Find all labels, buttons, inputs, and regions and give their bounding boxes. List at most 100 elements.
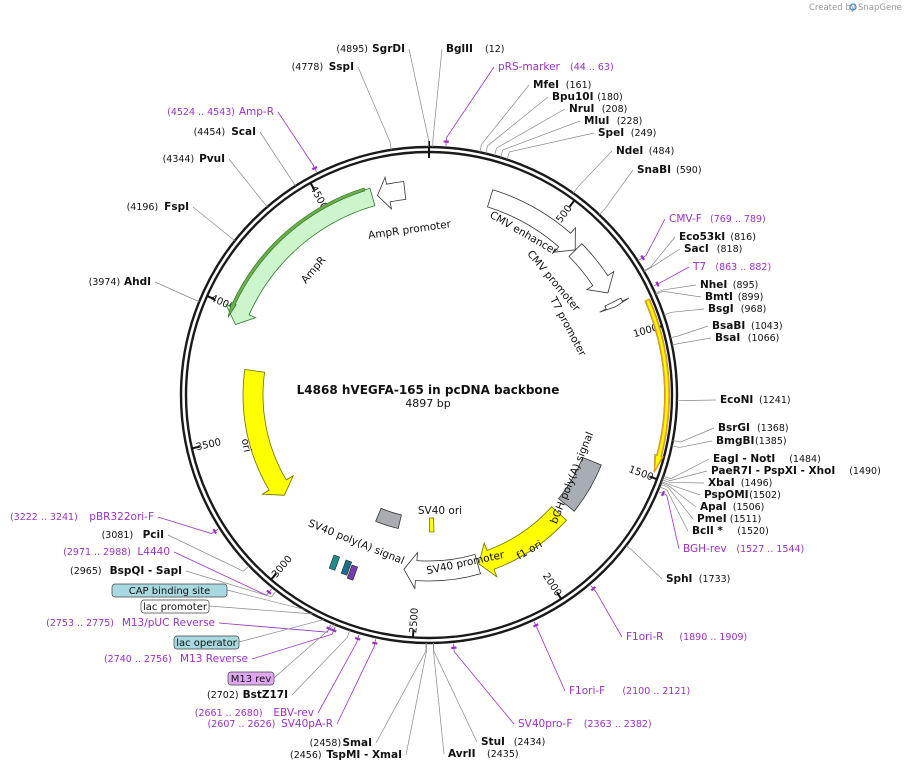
primer-range: (2100 .. 2121) bbox=[622, 686, 690, 697]
site-fspi: FspI bbox=[164, 201, 189, 213]
primer-mark bbox=[212, 528, 218, 535]
tick-3000 bbox=[270, 572, 278, 581]
plasmid-title: L4868 hVEGFA-165 in pcDNA backbone bbox=[297, 383, 560, 397]
site-sgrdi: SgrDI bbox=[372, 43, 405, 55]
primer-range: (2661 .. 2680) bbox=[195, 708, 263, 719]
primer-leader bbox=[639, 218, 666, 261]
site-pmei: PmeI bbox=[697, 513, 727, 525]
ampr-label: AmpR bbox=[299, 254, 328, 286]
site-avrii: AvrII bbox=[448, 748, 476, 760]
tick-4500 bbox=[309, 182, 316, 191]
site-leader bbox=[573, 150, 613, 194]
tick-label-1500: 1500 bbox=[627, 464, 655, 483]
primer-mark bbox=[266, 589, 272, 595]
site-leader bbox=[625, 545, 663, 580]
site-position: (1496) bbox=[741, 478, 773, 489]
site-position: (816) bbox=[730, 232, 756, 243]
feature-label-group: SV40 ori bbox=[418, 505, 462, 517]
primer-ebv-rev: EBV-rev bbox=[273, 707, 314, 719]
tick-500 bbox=[568, 199, 576, 208]
site-position: (2458) bbox=[310, 738, 342, 749]
site-leader bbox=[655, 290, 702, 298]
site-nrui: NruI bbox=[569, 103, 594, 115]
boxed-leader bbox=[238, 619, 324, 643]
primer-leader bbox=[157, 516, 219, 534]
site-bsgi: BsgI bbox=[708, 303, 734, 315]
site-leader-lines bbox=[154, 48, 717, 756]
site-position: (895) bbox=[733, 280, 759, 291]
site-bmgbi: BmgBI bbox=[716, 435, 754, 447]
site-position: (1733) bbox=[699, 574, 731, 585]
site-leader bbox=[671, 440, 713, 448]
site-position: (1502) bbox=[749, 490, 781, 501]
f1-ori-feature bbox=[478, 506, 568, 578]
site-pvui: PvuI bbox=[199, 153, 225, 165]
site-sspi: SspI bbox=[329, 61, 354, 73]
sv40-promoter-feature bbox=[403, 551, 481, 590]
site-bsai: BsaI bbox=[715, 332, 740, 344]
site-leader bbox=[433, 642, 478, 743]
site-sphi: SphI bbox=[666, 573, 692, 585]
primer-leader bbox=[277, 111, 317, 172]
site-position: (2435) bbox=[487, 749, 519, 760]
primer-sv40pa-r: SV40pA-R bbox=[281, 718, 333, 730]
site-position: (1511) bbox=[730, 514, 762, 525]
site-leader bbox=[291, 629, 351, 696]
site-snabi: SnaBI bbox=[637, 164, 671, 176]
site-leader bbox=[485, 96, 549, 154]
site-position: (208) bbox=[602, 104, 628, 115]
site-leader bbox=[661, 479, 705, 484]
primer-range: (3222 .. 3241) bbox=[10, 512, 78, 523]
site-leader bbox=[643, 248, 681, 272]
site-position: (1520) bbox=[737, 526, 769, 537]
plasmid-length: 4897 bp bbox=[405, 397, 450, 410]
primer-t7: T7 bbox=[692, 261, 706, 273]
tick-label-group: 1500 bbox=[627, 464, 655, 483]
site-leader bbox=[661, 481, 701, 496]
site-tspmi-xmai: TspMI - XmaI bbox=[326, 749, 402, 761]
ampr-feature bbox=[225, 187, 376, 325]
site-position: (1066) bbox=[748, 333, 780, 344]
site-pcii: PciI bbox=[143, 529, 164, 541]
primer-range: (2607 .. 2626) bbox=[208, 719, 276, 730]
tick-1500 bbox=[649, 475, 658, 481]
primer-leader bbox=[173, 551, 272, 596]
primer-range: (2753 .. 2775) bbox=[46, 618, 114, 629]
site-leader bbox=[663, 458, 710, 480]
sv40-ori-feature bbox=[429, 517, 435, 533]
primer-range: (863 .. 882) bbox=[715, 262, 771, 273]
ori-label: ori bbox=[239, 437, 254, 453]
site-position: (180) bbox=[597, 92, 623, 103]
primer-mark bbox=[655, 281, 660, 287]
site-eagi-noti: EagI - NotI bbox=[713, 453, 775, 465]
site-position: (2434) bbox=[514, 737, 546, 748]
site-position: (3974) bbox=[89, 277, 121, 288]
site-position: (2702) bbox=[207, 690, 239, 701]
site-position: (4454) bbox=[194, 127, 226, 138]
primer-mark bbox=[311, 166, 318, 171]
site-leader bbox=[357, 66, 392, 150]
primer-prs-marker: pRS-marker bbox=[498, 61, 561, 73]
primer-range: (44 .. 63) bbox=[570, 62, 614, 73]
t7-promoter-feature bbox=[599, 297, 630, 313]
site-position: (968) bbox=[741, 304, 767, 315]
tick-2500 bbox=[411, 629, 415, 638]
site-leader bbox=[228, 158, 268, 208]
primer-leader bbox=[317, 634, 360, 714]
site-leader bbox=[643, 236, 676, 272]
site-position: (1368) bbox=[757, 423, 789, 434]
tick-2000 bbox=[556, 591, 563, 600]
tick-label-group: 3500 bbox=[195, 437, 222, 453]
site-spei: SpeI bbox=[598, 127, 624, 139]
primer-mark bbox=[590, 586, 597, 592]
site-leader bbox=[500, 120, 581, 158]
primer-range: (1890 .. 1909) bbox=[679, 632, 747, 643]
site-leader bbox=[655, 284, 697, 294]
primer-leader bbox=[453, 643, 515, 725]
site-position: (1506) bbox=[733, 502, 765, 513]
primer-leader bbox=[336, 639, 377, 725]
credit-prefix: Created by bbox=[809, 3, 856, 13]
site-bglii: BglII bbox=[446, 43, 473, 55]
site-bsrgi: BsrGI bbox=[718, 422, 750, 434]
site-position: (3081) bbox=[102, 530, 134, 541]
